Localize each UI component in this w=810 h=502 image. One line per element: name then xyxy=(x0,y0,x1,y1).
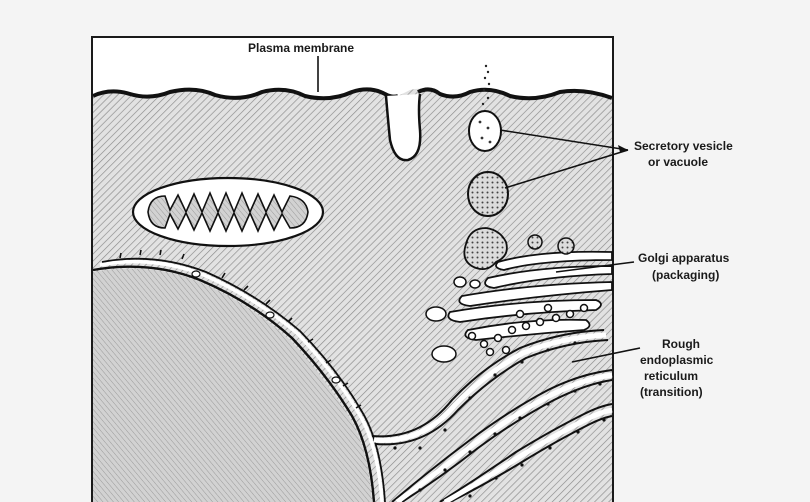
label-rer-line1: Rough xyxy=(662,337,700,351)
secretory-vesicle-lower xyxy=(468,172,508,216)
label-plasma-membrane: Plasma membrane xyxy=(248,41,354,55)
label-rer-line3: reticulum xyxy=(644,369,698,383)
label-rer-line2: endoplasmic xyxy=(640,353,714,367)
label-secretory-vesicle-line2: or vacuole xyxy=(648,155,708,169)
label-golgi-line1: Golgi apparatus xyxy=(638,251,730,265)
secretory-vesicle-top xyxy=(469,111,501,151)
label-rer-line4: (transition) xyxy=(640,385,703,399)
label-golgi-line2: (packaging) xyxy=(652,268,719,282)
label-secretory-vesicle-line1: Secretory vesicle xyxy=(634,139,733,153)
